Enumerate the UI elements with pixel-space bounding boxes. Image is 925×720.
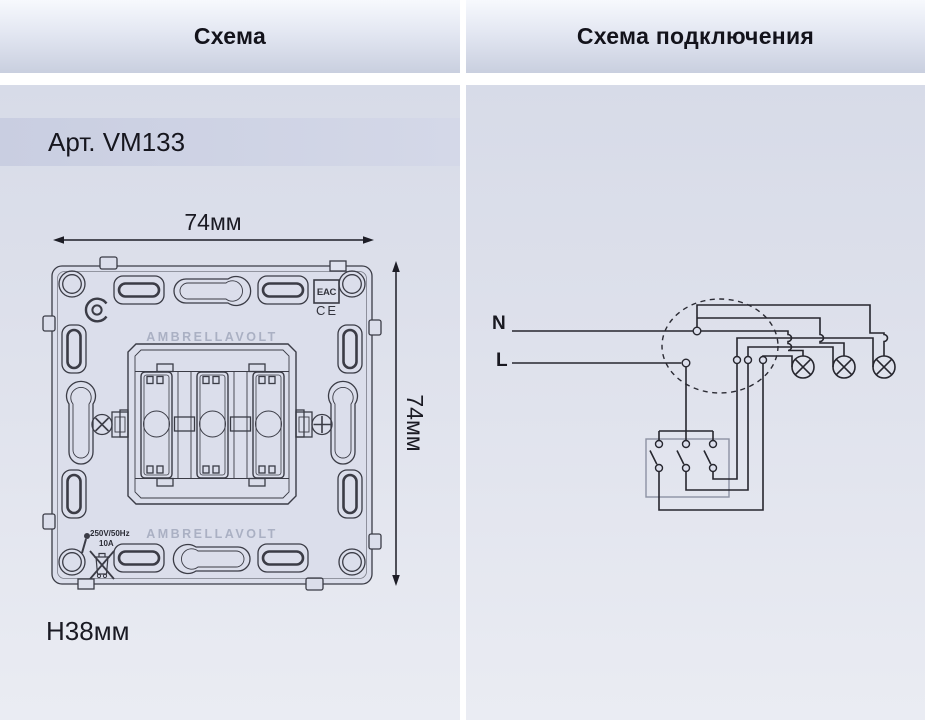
plate-tab bbox=[42, 513, 56, 530]
lamp-icon bbox=[791, 355, 815, 379]
voltage-rating-label: 250V/50Hz bbox=[90, 529, 130, 538]
plate-tab bbox=[368, 533, 382, 550]
width-dimension-label: 74мм bbox=[184, 209, 242, 235]
tab-scheme: Схема bbox=[0, 0, 460, 73]
mechanism-drawing bbox=[42, 236, 400, 591]
plate-notch bbox=[77, 578, 95, 590]
line-label: L bbox=[496, 350, 508, 371]
wire-neutral-lamp1 bbox=[700, 330, 804, 356]
article-number: Арт. VM133 bbox=[48, 127, 186, 157]
wire-neutral-lamp3 bbox=[696, 304, 889, 356]
plate-tab bbox=[368, 319, 382, 336]
ce-mark-label: CE bbox=[315, 303, 339, 318]
screw-hole-icon bbox=[58, 270, 366, 576]
switch-blade-icons bbox=[649, 450, 712, 465]
rocker-3 bbox=[252, 371, 285, 479]
junction-box-icon bbox=[661, 298, 779, 394]
match-icon bbox=[81, 533, 90, 554]
terminal-nodes bbox=[654, 326, 768, 473]
switch-box-outline bbox=[645, 438, 730, 498]
wire-switch-bus bbox=[658, 366, 714, 441]
height-dimension-label: 74мм bbox=[402, 394, 428, 452]
article-band bbox=[0, 118, 460, 166]
lamp-icon bbox=[832, 355, 856, 379]
plate-tab bbox=[305, 577, 324, 591]
plate-tab bbox=[99, 256, 118, 270]
weee-bin-icon bbox=[89, 550, 115, 580]
wires bbox=[512, 304, 889, 511]
lamp-icon bbox=[872, 355, 896, 379]
tab-connection-scheme: Схема подключения bbox=[466, 0, 925, 73]
plate-tab bbox=[42, 315, 56, 332]
current-rating-label: 10A bbox=[99, 539, 114, 548]
dimension-arrows bbox=[53, 236, 400, 586]
wire-switched-lamp2 bbox=[685, 346, 834, 491]
rocker-1 bbox=[140, 371, 173, 479]
mounting-slots bbox=[61, 275, 363, 573]
depth-dimension-label: H38мм bbox=[46, 616, 130, 646]
brand-logo-icon bbox=[84, 297, 108, 323]
plate-notch bbox=[329, 260, 347, 272]
eac-mark-label: EAC bbox=[316, 287, 337, 298]
scheme-panel: Арт. VM133 bbox=[0, 85, 460, 720]
wiring-diagram bbox=[512, 298, 896, 511]
neutral-label: N bbox=[492, 313, 506, 334]
eac-mark-box bbox=[313, 279, 340, 304]
brand-name-bottom: AMBRELLAVOLT bbox=[146, 527, 278, 541]
connection-scheme-panel: N L bbox=[466, 85, 925, 720]
rocker-2 bbox=[196, 371, 229, 479]
brand-name-top: AMBRELLAVOLT bbox=[146, 330, 278, 344]
wire-switched-lamp3 bbox=[712, 337, 874, 480]
switch-mechanism bbox=[119, 343, 305, 505]
keyhole-slots bbox=[65, 275, 359, 575]
mounting-plate bbox=[42, 256, 382, 591]
tab-scheme-label: Схема bbox=[193, 23, 267, 49]
tab-connection-scheme-label: Схема подключения bbox=[576, 23, 815, 49]
wire-switched-lamp1 bbox=[658, 355, 793, 511]
